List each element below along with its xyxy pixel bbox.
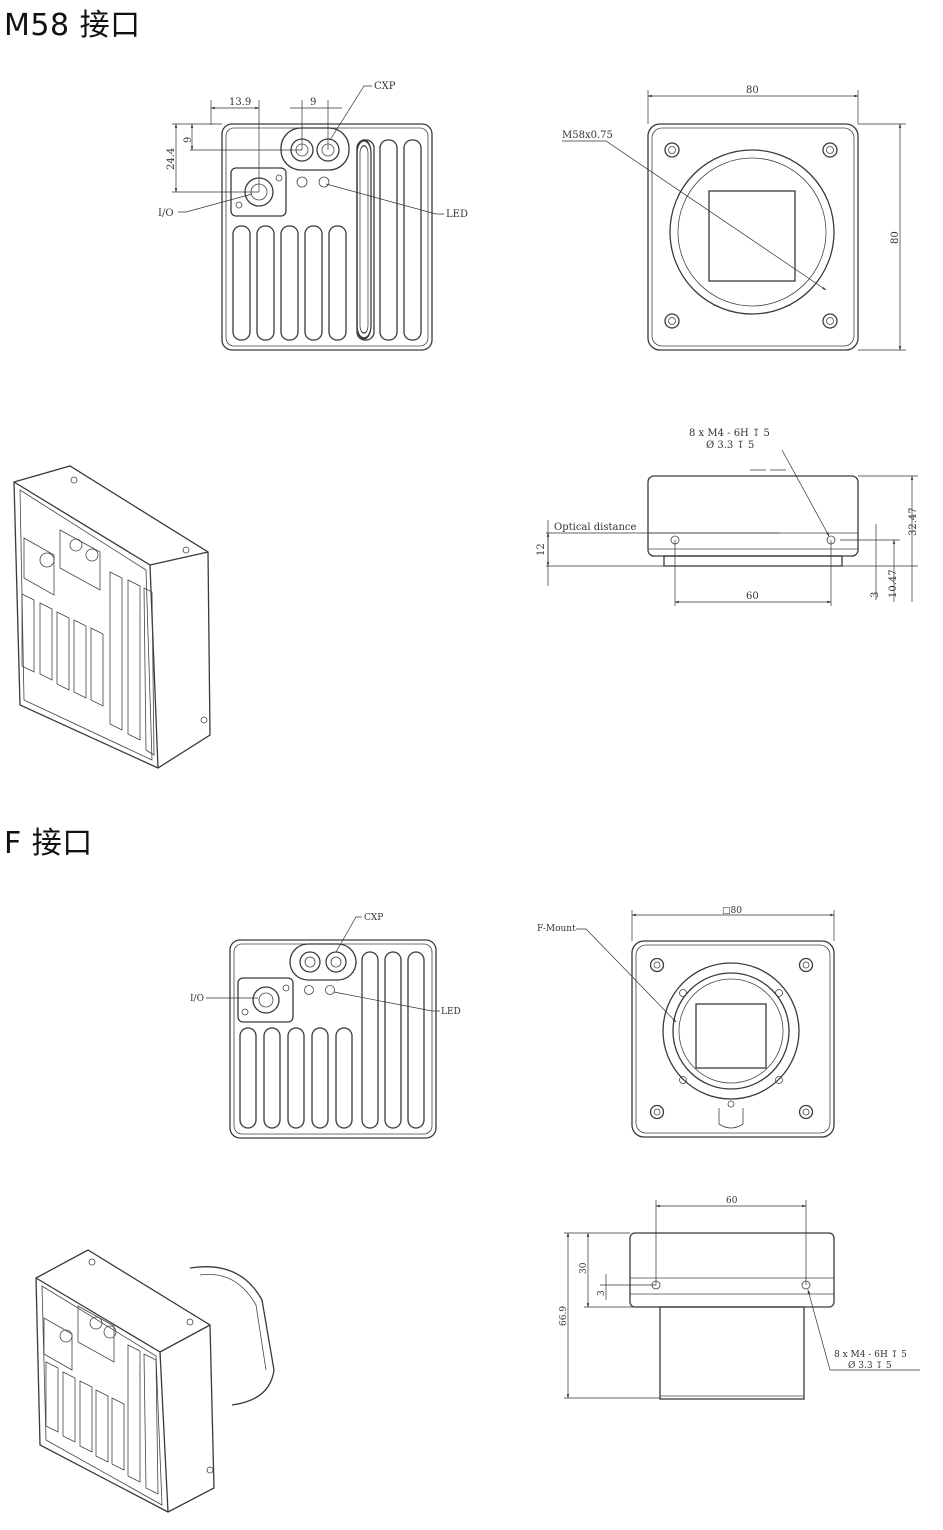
f-front-view: □80 F-Mount xyxy=(537,906,835,1138)
dim-60: 60 xyxy=(746,591,759,602)
dim-9-side: 9 xyxy=(183,137,194,143)
f-label-io: I/O xyxy=(190,994,204,1004)
label-led: LED xyxy=(446,209,468,220)
label-f-mount: F-Mount xyxy=(537,924,576,934)
dim-height-80: 80 xyxy=(890,231,901,244)
f-label-cxp: CXP xyxy=(364,913,383,923)
label-cxp: CXP xyxy=(374,81,396,92)
label-thread: M58x0.75 xyxy=(562,130,613,141)
holes-callout-line1: 8 x M4 - 6H ↧ 5 xyxy=(689,428,770,439)
dim-3: 3 xyxy=(870,592,881,598)
label-io: I/O xyxy=(158,208,174,219)
f-side-view: 60 30 3 66.9 8 x M4 - 6H ↧ 5 Ø 3.3 ↧ 5 xyxy=(559,1196,920,1400)
m58-front-view: 80 80 M58x0.75 xyxy=(562,85,906,351)
f-label-led: LED xyxy=(441,1007,461,1017)
m58-side-view: 8 x M4 - 6H ↧ 5 Ø 3.3 ↧ 5 Optical distan… xyxy=(536,428,919,606)
section-heading-m58: M58 接口 xyxy=(4,8,141,43)
holes-callout-line2: Ø 3.3 ↧ 5 xyxy=(706,440,754,451)
label-optical-distance: Optical distance xyxy=(554,522,637,533)
f-dim-66-9: 66.9 xyxy=(559,1306,569,1326)
dim-10-47: 10.47 xyxy=(888,569,899,598)
dim-width-80: 80 xyxy=(746,85,759,96)
f-dim-width: □80 xyxy=(722,906,742,916)
dim-32-47: 32.47 xyxy=(908,507,919,536)
m58-isometric-view xyxy=(13,465,211,769)
f-holes-callout-line1: 8 x M4 - 6H ↧ 5 xyxy=(834,1350,907,1360)
f-dim-60: 60 xyxy=(726,1196,738,1206)
dim-13-9: 13.9 xyxy=(229,97,251,108)
f-dim-30: 30 xyxy=(579,1262,589,1274)
section-heading-f: F 接口 xyxy=(4,826,93,861)
dim-9-top: 9 xyxy=(310,97,316,108)
f-isometric-view xyxy=(35,1249,275,1513)
m58-back-view: 13.9 9 9 24.4 CXP I/O LED xyxy=(158,81,468,351)
f-dim-3: 3 xyxy=(597,1290,607,1296)
dim-24-4: 24.4 xyxy=(166,148,177,170)
dim-12: 12 xyxy=(536,543,547,556)
f-holes-callout-line2: Ø 3.3 ↧ 5 xyxy=(848,1360,892,1371)
f-back-view: CXP I/O LED xyxy=(190,913,461,1139)
